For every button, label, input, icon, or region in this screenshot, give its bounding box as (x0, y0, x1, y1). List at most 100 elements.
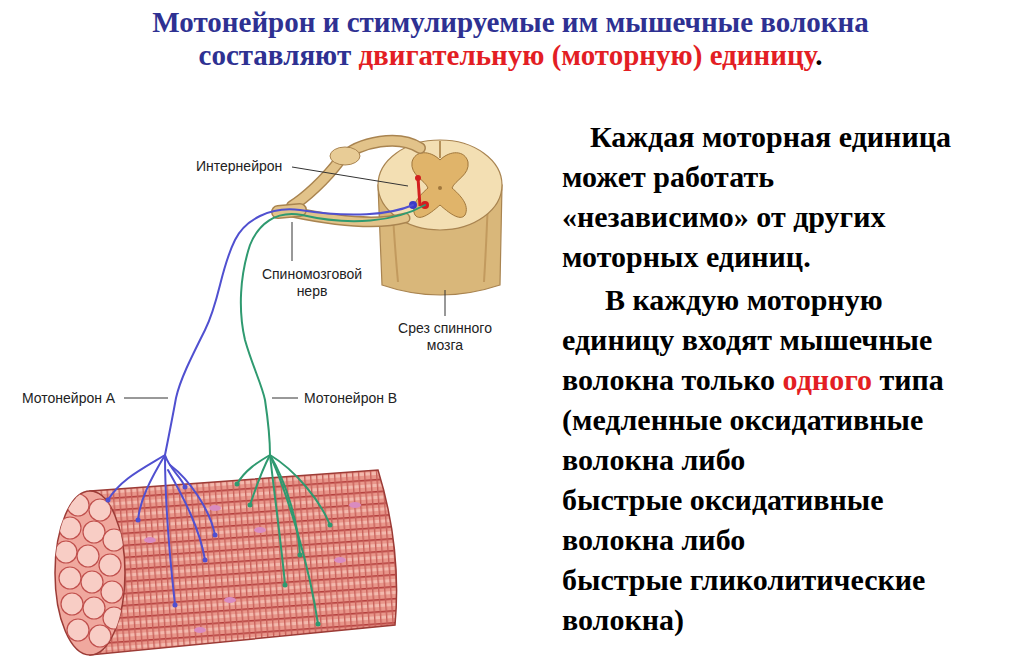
fascicle (67, 494, 89, 516)
leader-lines (124, 167, 445, 398)
nerve-ending (203, 558, 208, 563)
word: (медленные (562, 403, 722, 436)
axon (165, 205, 413, 455)
part-label: Интернейрон (196, 158, 282, 175)
word: волокна (562, 523, 674, 556)
highlight-word: одного (783, 363, 872, 396)
axon (241, 205, 425, 455)
axon-branch (108, 455, 165, 500)
interneuron-soma (415, 175, 421, 181)
word: стимулируемые (347, 6, 555, 38)
fascicle (101, 581, 123, 603)
word: Мотонейрон (152, 6, 315, 38)
motoneuron-b-endings (235, 482, 333, 627)
word: мышечные (780, 323, 933, 356)
word: может (562, 160, 646, 193)
word: единицу (562, 323, 674, 356)
nerve-ending (183, 485, 188, 490)
word: от (756, 200, 785, 233)
word: волокна (562, 363, 674, 396)
muscle-cross-section (55, 491, 125, 655)
axon-branch (165, 455, 175, 605)
note-paragraph: В каждую моторную единицу входят мышечны… (562, 280, 944, 640)
word: волокна (760, 6, 868, 38)
fascicle (59, 567, 81, 589)
word: оксидативные (690, 483, 884, 516)
nerve-ending (235, 482, 240, 487)
central-canal (438, 186, 442, 190)
note-paragraph: Каждая моторная единица может работать «… (562, 117, 951, 277)
part-label: Срез спинного мозга (385, 320, 505, 354)
axon-branch (237, 455, 270, 484)
axon-branch (170, 465, 215, 535)
part-label: Мотонейрон А (22, 390, 115, 407)
word: гликолитические (690, 563, 926, 596)
muscle-nucleus (224, 597, 236, 603)
dorsal-root-outline (292, 141, 420, 206)
highlight-word: единицу (710, 39, 816, 71)
word: моторная (702, 120, 831, 153)
highlight-word: двигательную (358, 39, 544, 71)
word: моторную (747, 283, 883, 316)
word: быстрые (562, 483, 682, 516)
axon-branch (270, 455, 330, 525)
axon-branch (270, 455, 300, 555)
fascicle (77, 545, 99, 567)
word: составляют (199, 39, 352, 71)
motoneuron-b-axon (237, 205, 425, 624)
fascicle (83, 521, 105, 543)
word: единиц. (706, 240, 811, 273)
fascicle (103, 529, 125, 551)
slide-title: Мотонейрон и стимулируемые им мышечные в… (0, 6, 1021, 72)
word: единица (839, 120, 951, 153)
muscle-nucleus (194, 627, 206, 633)
muscle-nucleus (349, 502, 361, 508)
part-label: Мотонейрон В (304, 390, 397, 407)
median-fissure (439, 141, 441, 158)
word: либо (682, 523, 746, 556)
leader-line (124, 398, 168, 399)
leader-line (292, 222, 293, 261)
word: и (323, 6, 340, 38)
nerve-ending (298, 553, 303, 558)
interneuron (418, 178, 420, 206)
motoneuron-a-endings (106, 485, 218, 608)
part-label: Спиномозговой нерв (252, 266, 372, 300)
word: волокна) (562, 603, 684, 636)
word: типа (880, 363, 944, 396)
fascicle (83, 597, 105, 619)
axon-branch (250, 455, 270, 505)
word: Каждая (590, 120, 695, 153)
muscle-nucleus (254, 527, 266, 533)
fascicle (61, 593, 83, 615)
axon-branch (168, 470, 205, 560)
motoneuron-a-axon (108, 205, 413, 605)
muscle-nucleus (334, 557, 346, 563)
word: мышечные (606, 6, 754, 38)
axon-branch (138, 455, 165, 520)
muscle-bundle (90, 470, 397, 655)
fascicle (59, 517, 81, 539)
nerve-ending (106, 498, 111, 503)
muscle-nucleus (209, 505, 221, 511)
muscle-fascicles (55, 494, 125, 647)
fascicle (81, 571, 103, 593)
word: «независимо» (562, 200, 749, 233)
nerve-ending (248, 503, 253, 508)
nerve-ending (316, 622, 321, 627)
word: оксидативные (729, 403, 923, 436)
axon-branch (270, 455, 318, 624)
word: им (562, 6, 598, 38)
nerve-ending (213, 533, 218, 538)
leader-line (272, 398, 298, 399)
word: либо (682, 443, 746, 476)
word: В (605, 283, 625, 316)
fascicle (55, 541, 77, 563)
highlight-word: (моторную) (552, 39, 703, 71)
nerve-ending (136, 518, 141, 523)
nerve-ending (173, 603, 178, 608)
word: других (793, 200, 885, 233)
word: моторных (562, 240, 698, 273)
word: только (682, 363, 776, 396)
